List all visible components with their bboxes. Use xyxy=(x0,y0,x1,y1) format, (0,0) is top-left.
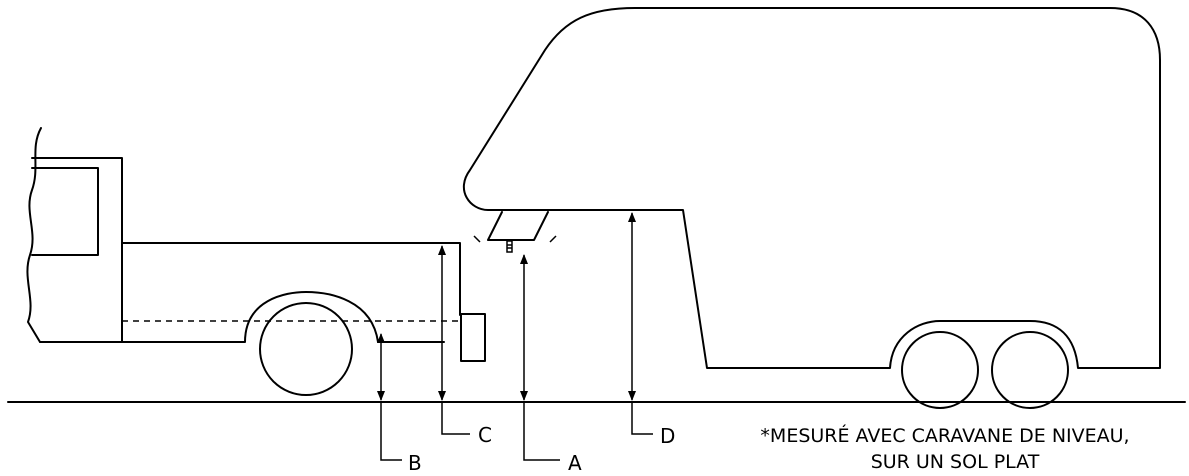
truck-cab xyxy=(31,157,123,343)
measurement-note-line2: SUR UN SOL PLAT xyxy=(871,451,1040,473)
dimension-d xyxy=(628,212,653,435)
trailer-front-wheel xyxy=(901,331,979,409)
dimension-c xyxy=(438,245,470,435)
truck-bed xyxy=(121,242,461,316)
truck-bumper xyxy=(460,313,486,362)
fifth-wheel-trailer xyxy=(463,7,1161,409)
measurement-note-line1: *MESURÉ AVEC CARAVANE DE NIVEAU, xyxy=(760,424,1129,447)
truck-rear-wheel xyxy=(259,302,353,396)
truck-cab-window xyxy=(31,167,99,256)
hitch-plate xyxy=(473,235,557,243)
trailer-body xyxy=(463,7,1161,369)
trailer-rear-wheel xyxy=(991,331,1069,409)
dimension-a xyxy=(520,254,560,461)
pickup-truck xyxy=(26,127,486,396)
trailer-pin-box xyxy=(487,211,549,241)
king-pin xyxy=(506,240,513,253)
label-a: A xyxy=(568,451,582,475)
truck-underbody xyxy=(39,291,445,343)
label-c: C xyxy=(478,423,492,447)
dimension-b xyxy=(377,333,402,461)
label-b: B xyxy=(408,451,422,475)
truck-break-line xyxy=(26,127,42,343)
label-d: D xyxy=(660,424,675,448)
